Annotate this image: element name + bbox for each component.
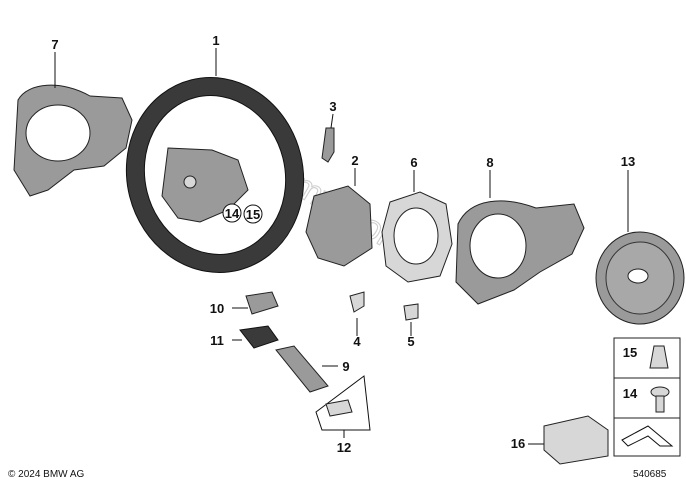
circled-callout-14: 14 — [222, 203, 242, 223]
callout-9: 9 — [342, 359, 349, 374]
callout-5: 5 — [407, 334, 414, 349]
part-4-bracket — [349, 291, 365, 336]
part-9-trim-strip — [275, 345, 338, 393]
part-6-contact-ring — [381, 170, 453, 283]
callout-8: 8 — [486, 155, 493, 170]
callout-11: 11 — [210, 333, 224, 348]
callout-6: 6 — [410, 155, 417, 170]
part-10-switch-bracket — [232, 291, 279, 315]
callout-2: 2 — [351, 153, 358, 168]
part-8-trim-cover — [455, 170, 585, 305]
callout-10: 10 — [210, 301, 224, 316]
svg-text:15: 15 — [246, 207, 260, 222]
copyright-text: © 2024 BMW AG — [8, 469, 85, 480]
callout-4: 4 — [353, 334, 361, 349]
part-7-steering-wheel-rear-cover — [13, 52, 133, 197]
part-11-button — [232, 325, 279, 349]
part-2-carrier — [305, 168, 373, 267]
svg-text:14: 14 — [225, 206, 240, 221]
part-16-box — [528, 415, 609, 465]
part-3-clip — [321, 113, 335, 163]
circled-callout-15: 15 — [243, 204, 263, 224]
part-5-connector — [403, 303, 419, 336]
callout-12: 12 — [337, 440, 351, 455]
part-13-airbag-module — [595, 170, 685, 325]
legend-label-15: 15 — [623, 345, 637, 360]
part-12-switch-set — [315, 375, 371, 438]
callout-1: 1 — [212, 33, 219, 48]
small-parts-legend — [613, 337, 681, 457]
callout-13: 13 — [621, 154, 635, 169]
part-1-steering-wheel — [125, 48, 305, 273]
legend-label-14: 14 — [623, 386, 638, 401]
callout-16: 16 — [511, 436, 525, 451]
callout-7: 7 — [51, 37, 58, 52]
diagram-number: 540685 — [633, 469, 667, 480]
callout-3: 3 — [329, 99, 336, 114]
